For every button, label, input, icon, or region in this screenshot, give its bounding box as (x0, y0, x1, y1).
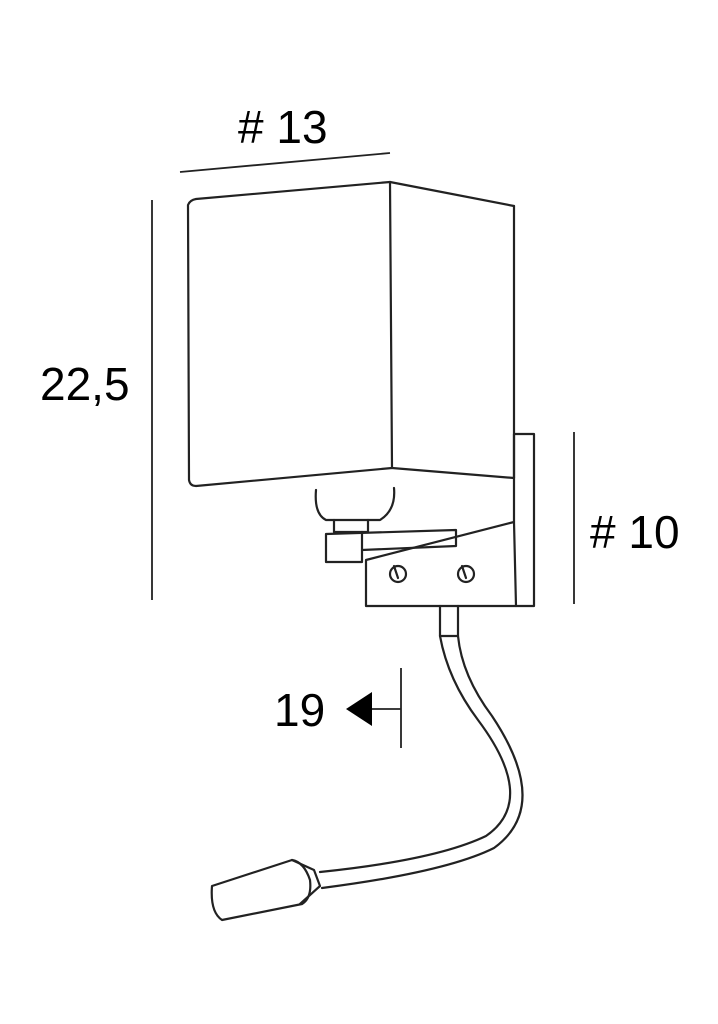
reach-dimension: 19 (274, 668, 402, 748)
socket-body (314, 486, 396, 522)
reading-light-collar (290, 858, 322, 906)
wall-plate (364, 432, 536, 608)
gooseneck-outer (318, 634, 512, 874)
width-dimension-label: # 13 (238, 101, 328, 153)
arm-front (324, 528, 458, 564)
socket-collar (332, 518, 370, 534)
lampshade-front (186, 180, 394, 488)
gooseneck-arm (318, 604, 524, 890)
height-dimension-label: 22,5 (40, 358, 130, 410)
reading-light-head (210, 858, 322, 922)
switch-right (456, 564, 476, 584)
lamp-socket (314, 486, 396, 534)
wall-plate-front (364, 520, 518, 608)
gooseneck-inner (320, 634, 524, 890)
depth-dimension-label: # 10 (590, 506, 680, 558)
reach-dimension-label: 19 (274, 684, 325, 736)
arrow-left-icon (346, 692, 372, 726)
switch-right-base (456, 564, 476, 584)
reading-light-body (210, 858, 312, 922)
support-arm (324, 528, 458, 564)
height-dimension: 22,5 (40, 200, 153, 600)
gooseneck-connector (438, 604, 460, 638)
width-dimension: # 13 (179, 101, 391, 173)
switch-right-toggle (460, 564, 468, 580)
lampshade-top (388, 180, 516, 208)
lampshade-side (390, 204, 516, 480)
switch-left-toggle (392, 564, 400, 580)
wall-plate-side (512, 432, 536, 608)
depth-dimension: # 10 (573, 432, 680, 604)
switch-left-base (388, 564, 408, 584)
switch-left (388, 564, 408, 584)
lampshade (186, 180, 516, 488)
width-dimension-line (179, 152, 391, 173)
